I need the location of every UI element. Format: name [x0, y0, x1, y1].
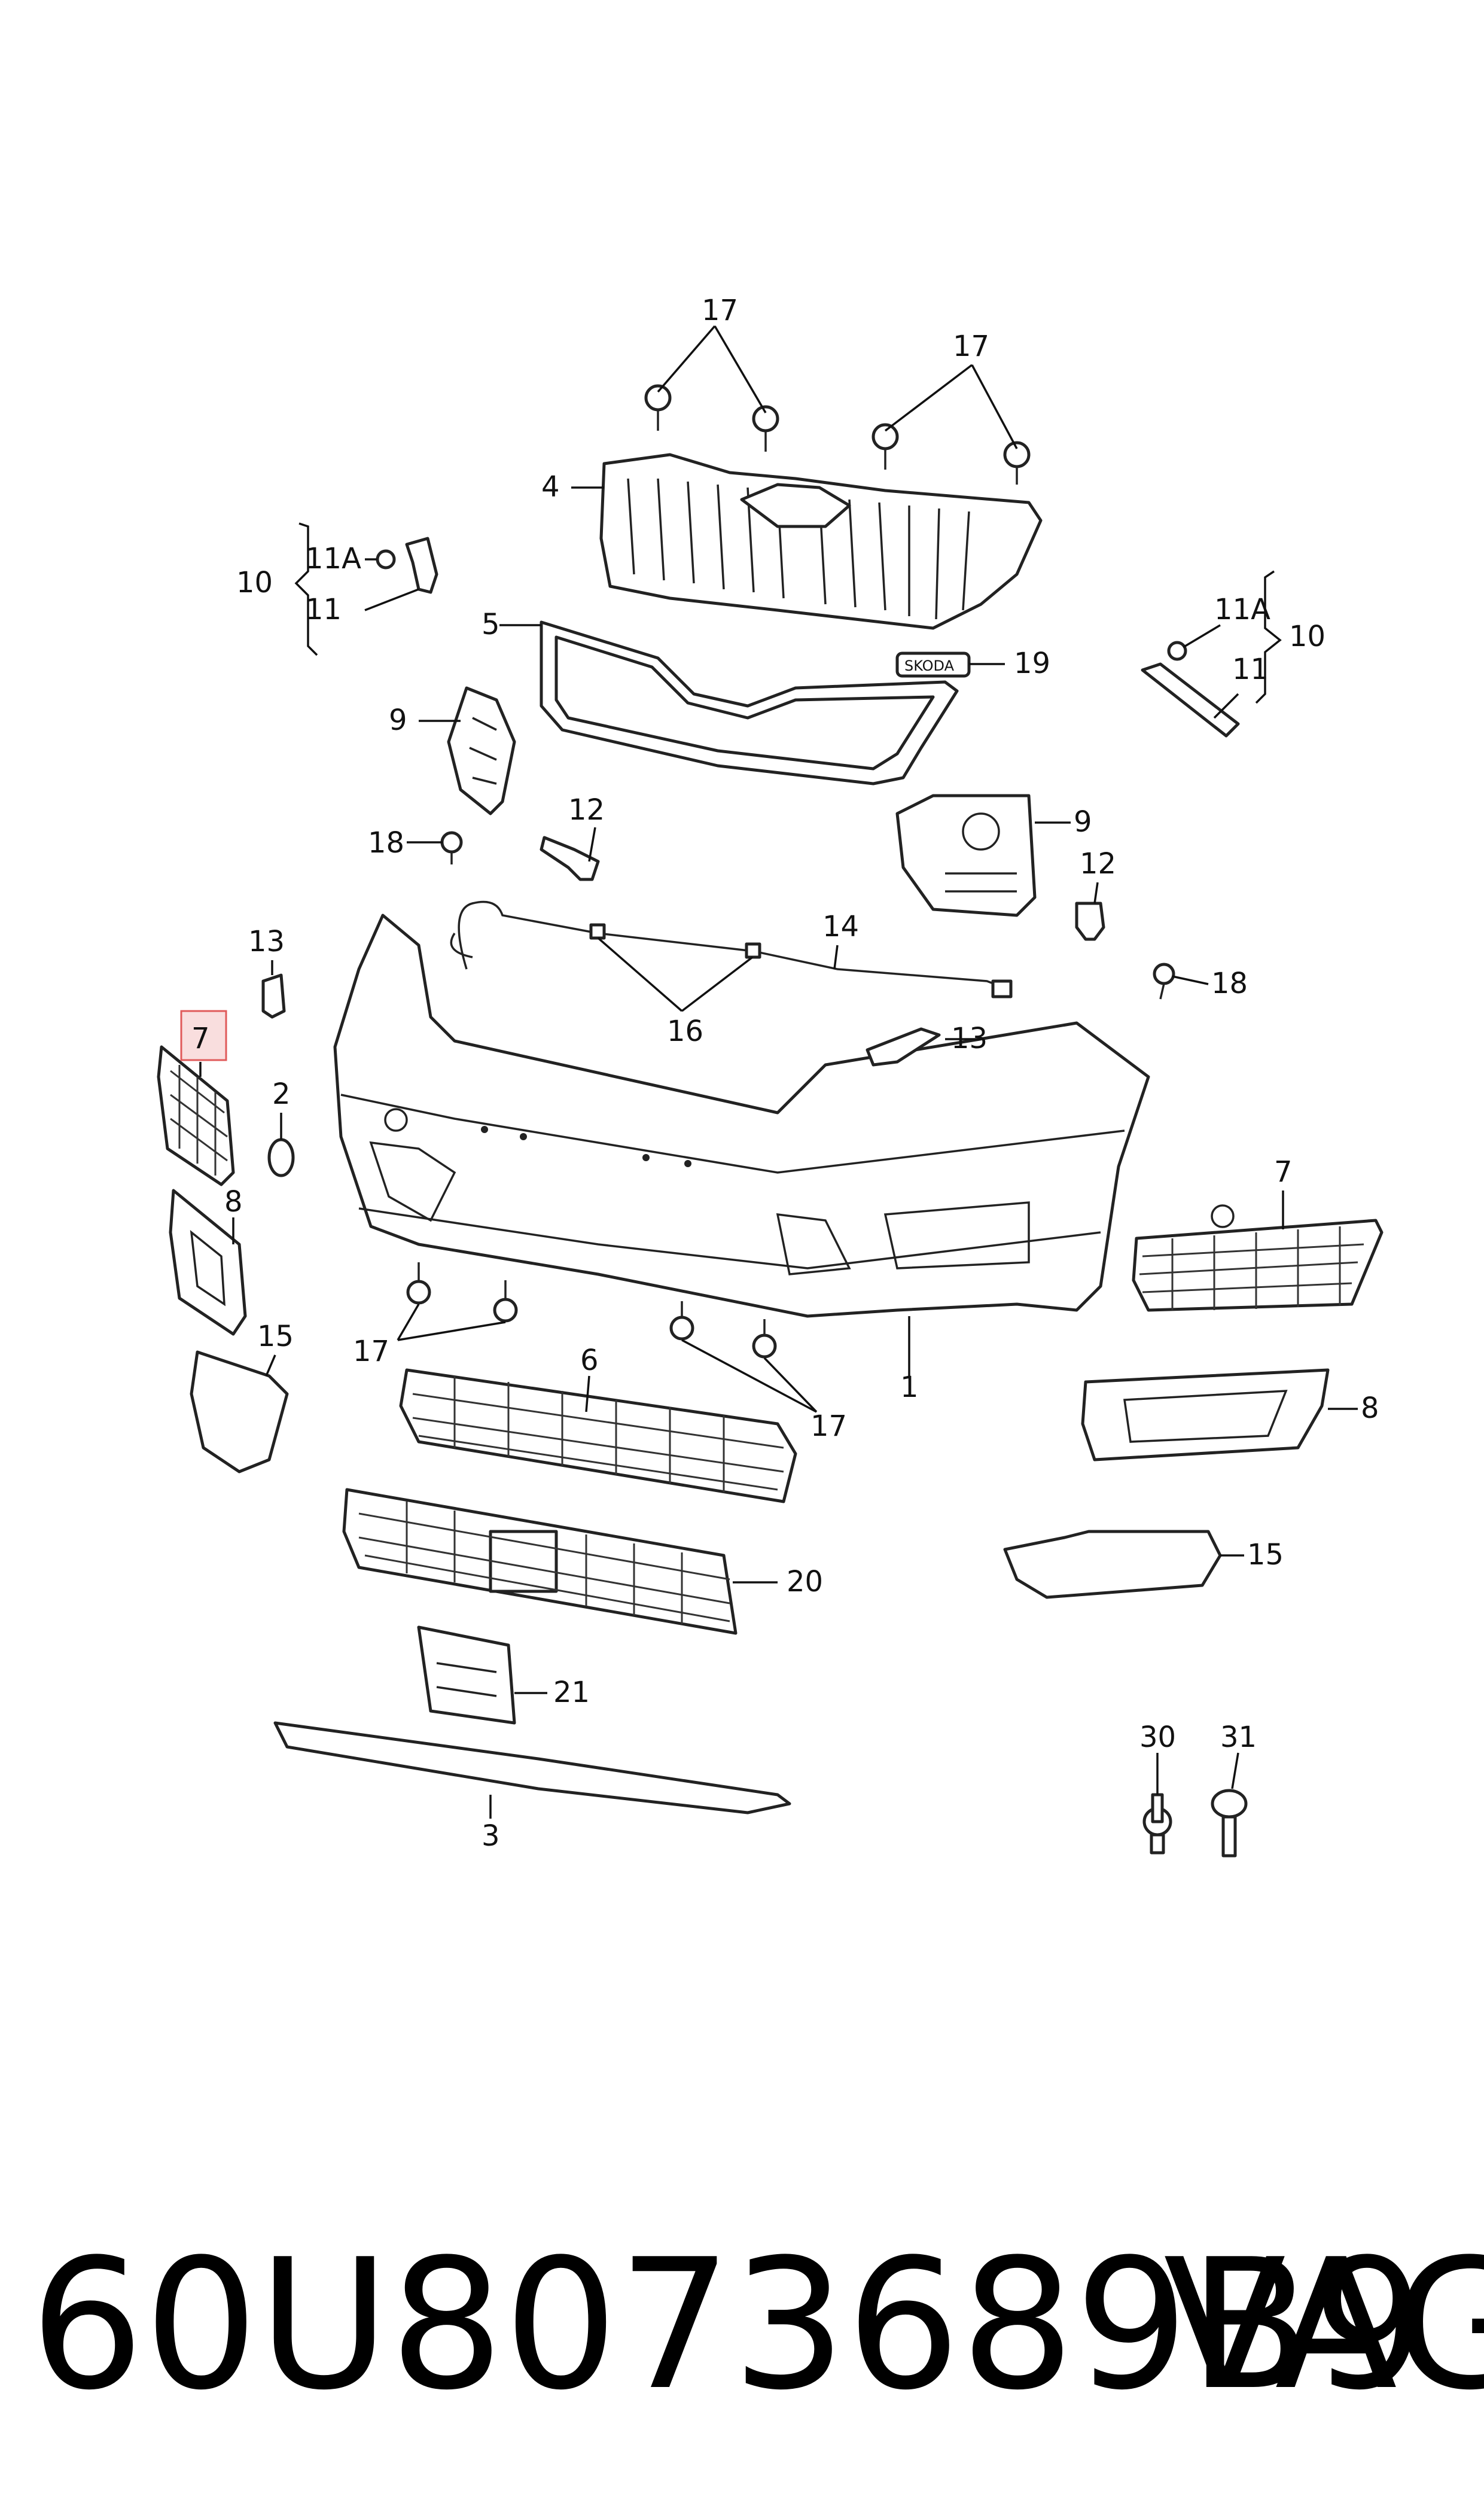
label-10-left: 10 — [236, 566, 273, 599]
cover-left — [261, 973, 286, 1019]
label-4: 4 — [541, 470, 560, 504]
label-13-right: 13 — [951, 1022, 988, 1055]
bumper-cover — [333, 914, 1235, 1318]
label-16: 16 — [667, 1015, 703, 1048]
label-17-bottom-left: 17 — [353, 1335, 389, 1368]
label-11a-right: 11A — [1214, 593, 1270, 626]
label-11-right: 11 — [1232, 653, 1269, 686]
highlight-box — [180, 1010, 227, 1061]
label-19: 19 — [1014, 647, 1050, 680]
label-9-right: 9 — [1074, 805, 1092, 839]
label-12-right: 12 — [1080, 847, 1116, 881]
label-12-left: 12 — [568, 793, 605, 827]
screw-18-left — [440, 831, 463, 864]
bracket-right — [895, 794, 1037, 917]
wiring-harness — [450, 900, 1013, 998]
label-14: 14 — [822, 910, 859, 943]
trim-strip-left — [376, 537, 438, 594]
label-21: 21 — [553, 1676, 590, 1709]
side-grille-right — [1132, 1219, 1384, 1312]
label-9-left: 9 — [389, 704, 407, 737]
bracket-left — [447, 686, 516, 815]
spoiler-strip — [273, 1721, 791, 1814]
label-5: 5 — [482, 608, 500, 641]
screw-31 — [1211, 1789, 1248, 1858]
screw-30 — [1142, 1793, 1172, 1855]
label-15-left: 15 — [257, 1320, 294, 1353]
screw-18-right — [1153, 963, 1175, 1000]
label-18-right: 18 — [1211, 967, 1248, 1000]
label-10-right: 10 — [1289, 620, 1325, 653]
label-20: 20 — [787, 1565, 823, 1599]
callout-labels: 17 17 4 5 9 19 9 11A 10 11 11A 10 11 12 … — [191, 294, 1379, 1853]
label-13-left: 13 — [248, 925, 285, 958]
license-bracket — [417, 1625, 516, 1725]
label-17-bottom-right: 17 — [810, 1409, 847, 1443]
label-1: 1 — [900, 1371, 919, 1404]
label-8-right: 8 — [1361, 1392, 1379, 1425]
label-11a-left: 11A — [305, 542, 361, 576]
label-2: 2 — [272, 1077, 291, 1111]
fog-frame-left — [169, 1189, 247, 1336]
fog-frame-right — [1081, 1368, 1330, 1462]
screws-17-bottom — [406, 1262, 777, 1359]
label-30: 30 — [1139, 1721, 1176, 1754]
label-8-left: 8 — [224, 1185, 243, 1219]
label-15-right: 15 — [1247, 1538, 1284, 1572]
leader-lines — [199, 325, 1358, 1819]
label-3: 3 — [482, 1819, 500, 1853]
label-17-top-right: 17 — [953, 330, 989, 363]
tow-eye-cap — [267, 1138, 295, 1177]
radiator-grille — [599, 453, 1043, 630]
label-11-left: 11 — [305, 593, 342, 626]
lower-grille — [399, 1368, 797, 1503]
brand-name: VAG — [1163, 2221, 1484, 2429]
trim-strip-right — [1141, 641, 1240, 738]
label-31: 31 — [1220, 1721, 1257, 1754]
fog-lamp-left — [190, 1350, 289, 1473]
screws-17-top — [644, 384, 1031, 485]
lower-grille-insert — [342, 1488, 738, 1635]
grille-frame — [540, 620, 959, 785]
label-7-highlight: 7 — [191, 1022, 210, 1055]
side-grille-left — [157, 1045, 235, 1186]
label-18-left: 18 — [368, 826, 404, 860]
badge: SKODA — [895, 651, 971, 678]
clip-left — [540, 836, 600, 881]
label-6: 6 — [580, 1344, 599, 1377]
fog-lamp-right — [1003, 1530, 1222, 1599]
label-17-top-left: 17 — [702, 294, 738, 327]
clip-right — [1075, 902, 1105, 941]
part-number: 60U8073689B9 — [30, 2221, 1426, 2429]
cover-right — [866, 1027, 941, 1067]
badge-text: SKODA — [904, 657, 955, 674]
label-7-right: 7 — [1274, 1155, 1293, 1189]
